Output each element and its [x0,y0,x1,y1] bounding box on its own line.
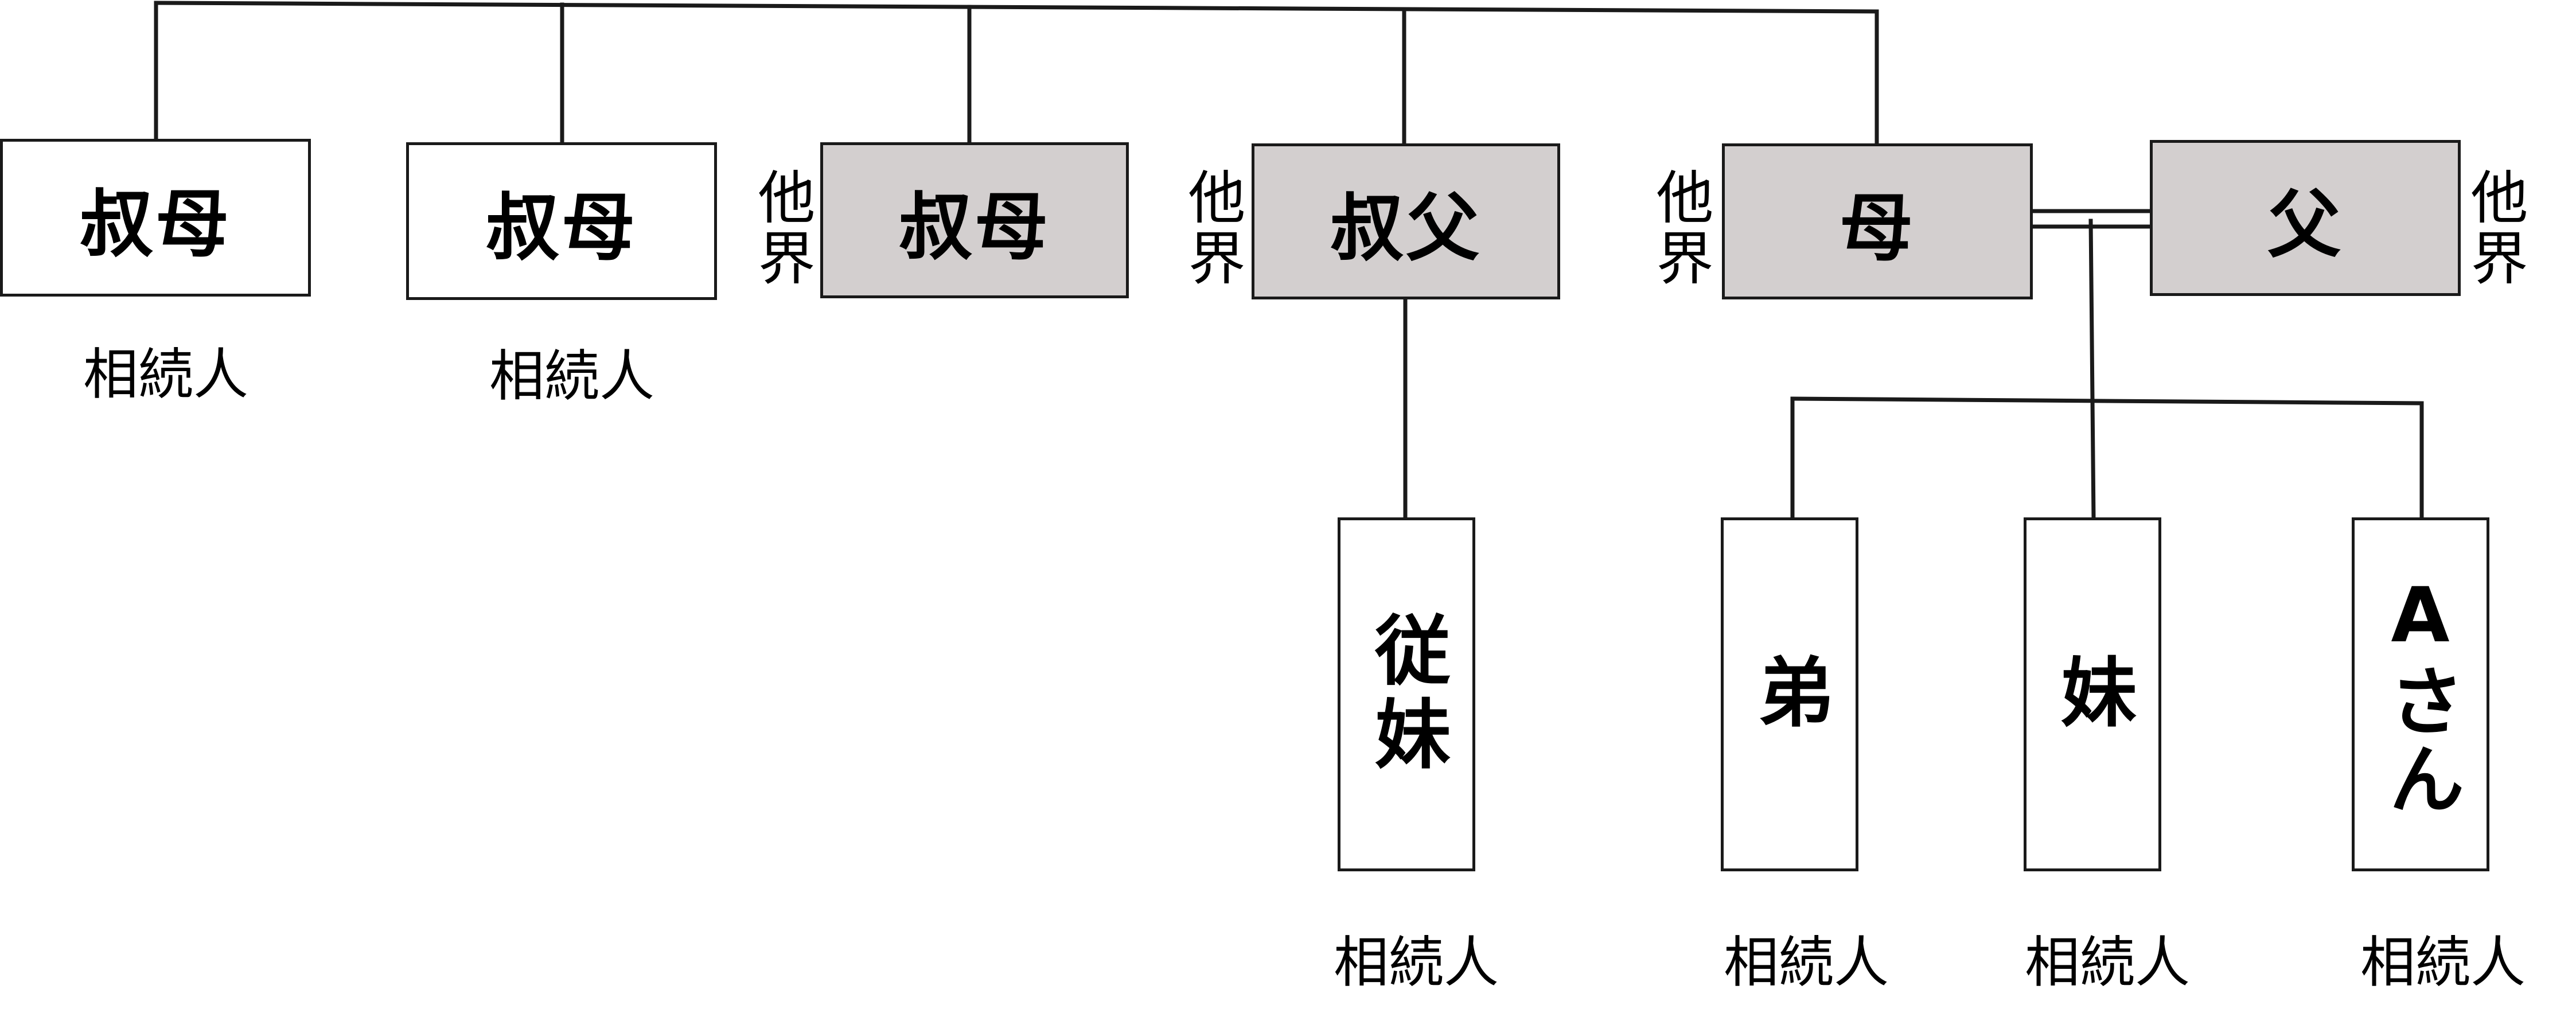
person-box-mother: 母 [1722,143,2033,299]
deceased-mark-aunt-3: 他界 [748,167,815,289]
heir-label-sister: 相続人 [2025,930,2190,995]
person-label: 父 [2267,182,2343,268]
heir-label-aunt-1: 相続人 [83,342,248,407]
person-label: 叔母 [898,184,1050,270]
person-label: 叔父 [1330,185,1482,271]
person-label: 妹 [2048,652,2137,737]
person-box-father: 父 [2150,140,2461,296]
deceased-mark-father: 他界 [2461,167,2528,289]
children-bar [1790,396,2424,406]
deceased-mark-mother: 他界 [1646,167,1713,289]
heir-label-aunt-2: 相続人 [489,344,654,408]
heir-label-cousin: 相続人 [1334,930,1499,995]
person-box-uncle: 叔父 [1252,143,1560,299]
person-box-sister: 妹 [2024,517,2161,871]
sibling-bar [154,1,1879,14]
person-box-aunt-1: 叔母 [0,139,311,297]
person-label: Aさん [2376,571,2465,818]
person-box-cousin: 従妹 [1338,517,1475,871]
parents-children-line [2088,219,2096,521]
person-label: 従妹 [1362,610,1451,778]
heir-label-brother: 相続人 [1724,930,1889,995]
person-label: 母 [1839,185,1915,271]
person-label: 叔母 [79,182,231,267]
person-box-a-san: Aさん [2352,517,2489,871]
person-box-brother: 弟 [1721,517,1858,871]
person-label: 叔母 [485,185,637,271]
person-box-aunt-2: 叔母 [406,142,717,300]
deceased-mark-uncle: 他界 [1178,167,1245,289]
person-box-aunt-3: 叔母 [820,142,1129,298]
heir-label-a-san: 相続人 [2360,930,2526,995]
person-label: 弟 [1745,652,1834,737]
